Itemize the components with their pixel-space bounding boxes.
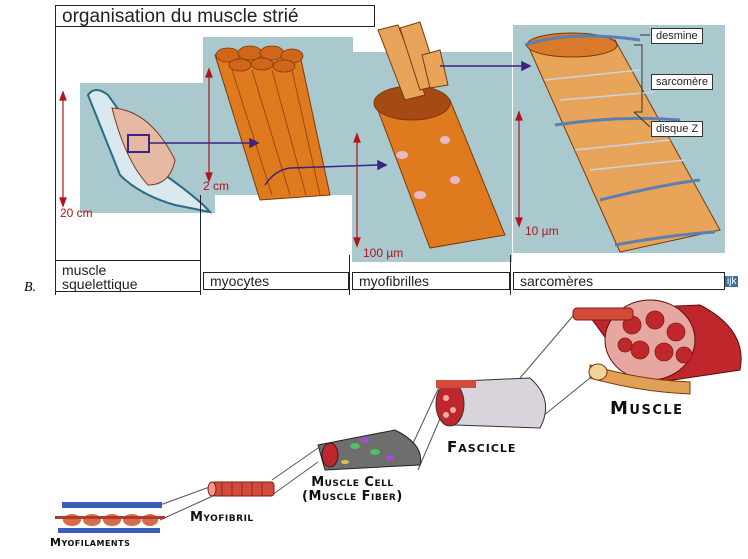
dimension-muscle: 20 cm [60,206,93,220]
separator-line [349,255,350,295]
dimension-arrows [59,67,523,248]
disque-z-tag: disque Z [651,121,704,137]
hierarchy-connectors [159,309,591,521]
dimension-myocyte: 2 cm [203,179,230,193]
connector-arrows [149,60,532,186]
separator-line [55,27,56,295]
top-illustrations [59,21,721,253]
muscle-label-line1: muscle [62,262,107,278]
myofibril-heading: Myofibril [190,510,254,525]
separator-line [200,195,201,295]
whole-muscle-illustration [572,299,742,395]
myofilaments-heading: Myofilaments [50,536,131,549]
arm-muscle-illustration [86,89,213,214]
myofibrilles-label: myofibrilles [352,272,510,290]
sarcomere-illustration [524,32,721,253]
myocytes-label: myocytes [203,272,349,290]
fascicle-illustration [435,377,547,429]
dimension-sarcomere: 10 µm [525,224,559,238]
sarcomeres-label: sarcomères [513,272,725,290]
figure-label: B. [24,280,37,295]
muscle-fiber-label: (Muscle Fiber) [302,489,403,504]
bottom-illustrations [55,299,742,533]
muscle-cell-label: Muscle Cell [311,475,394,490]
top-panel: organisation du muscle strié 20 cm 2 cm … [55,5,739,295]
muscle-label-line2: squelettique [62,276,138,292]
myofilaments-illustration [55,502,165,533]
muscle-heading: Muscle [610,398,684,419]
desmine-tag: desmine [651,28,703,44]
ijk-logo: ijk [725,276,739,287]
muscle-label: muscle squelettique [55,260,201,292]
sarcomere-tag: sarcomère [651,74,713,90]
separator-line [510,255,511,295]
fascicle-heading: Fascicle [447,438,517,456]
page-title: organisation du muscle strié [55,5,375,27]
myofibril-tube-illustration [207,481,275,497]
muscle-cell-heading: Muscle Cell (Muscle Fiber) [302,476,403,504]
myofibril-illustration [373,21,506,249]
dimension-myofibrille: 100 µm [363,246,404,260]
muscle-cell-illustration [317,429,422,471]
sarcomere-bracket [633,34,651,128]
myocyte-bundle-illustration [214,45,331,201]
